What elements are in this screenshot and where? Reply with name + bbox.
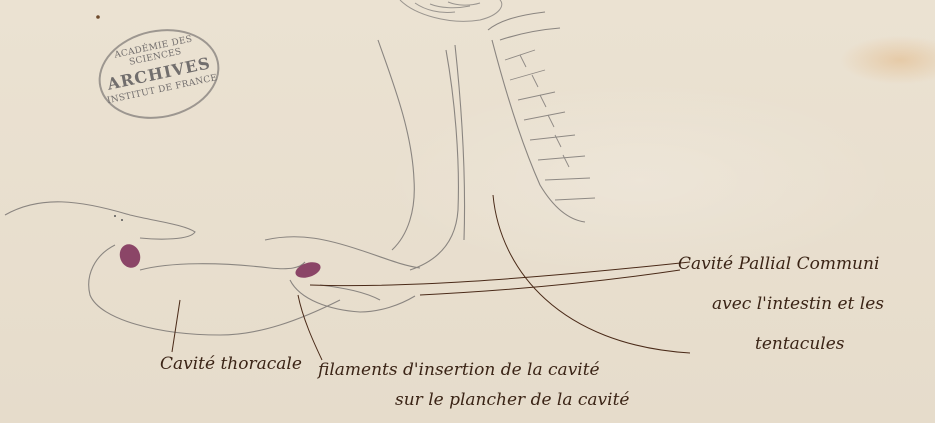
- appendage: [5, 202, 420, 335]
- annotation-bottom-middle-2: sur le plancher de la cavité: [395, 392, 629, 409]
- annotation-right-3: tentacules: [755, 336, 845, 353]
- ink-leaders: [172, 195, 690, 360]
- top-organ: [400, 0, 502, 21]
- annotation-bottom-left: Cavité thoracale: [160, 356, 302, 373]
- annotation-right-2: avec l'intestin et les: [712, 296, 884, 313]
- annotation-right-1: Cavité Pallial Communi: [678, 256, 879, 273]
- pigment-spot-left: [116, 241, 143, 270]
- fringe: [505, 50, 595, 200]
- annotation-bottom-middle: filaments d'insertion de la cavité: [318, 362, 600, 379]
- column-lines: [378, 12, 585, 270]
- pigment-spot-right: [293, 259, 322, 280]
